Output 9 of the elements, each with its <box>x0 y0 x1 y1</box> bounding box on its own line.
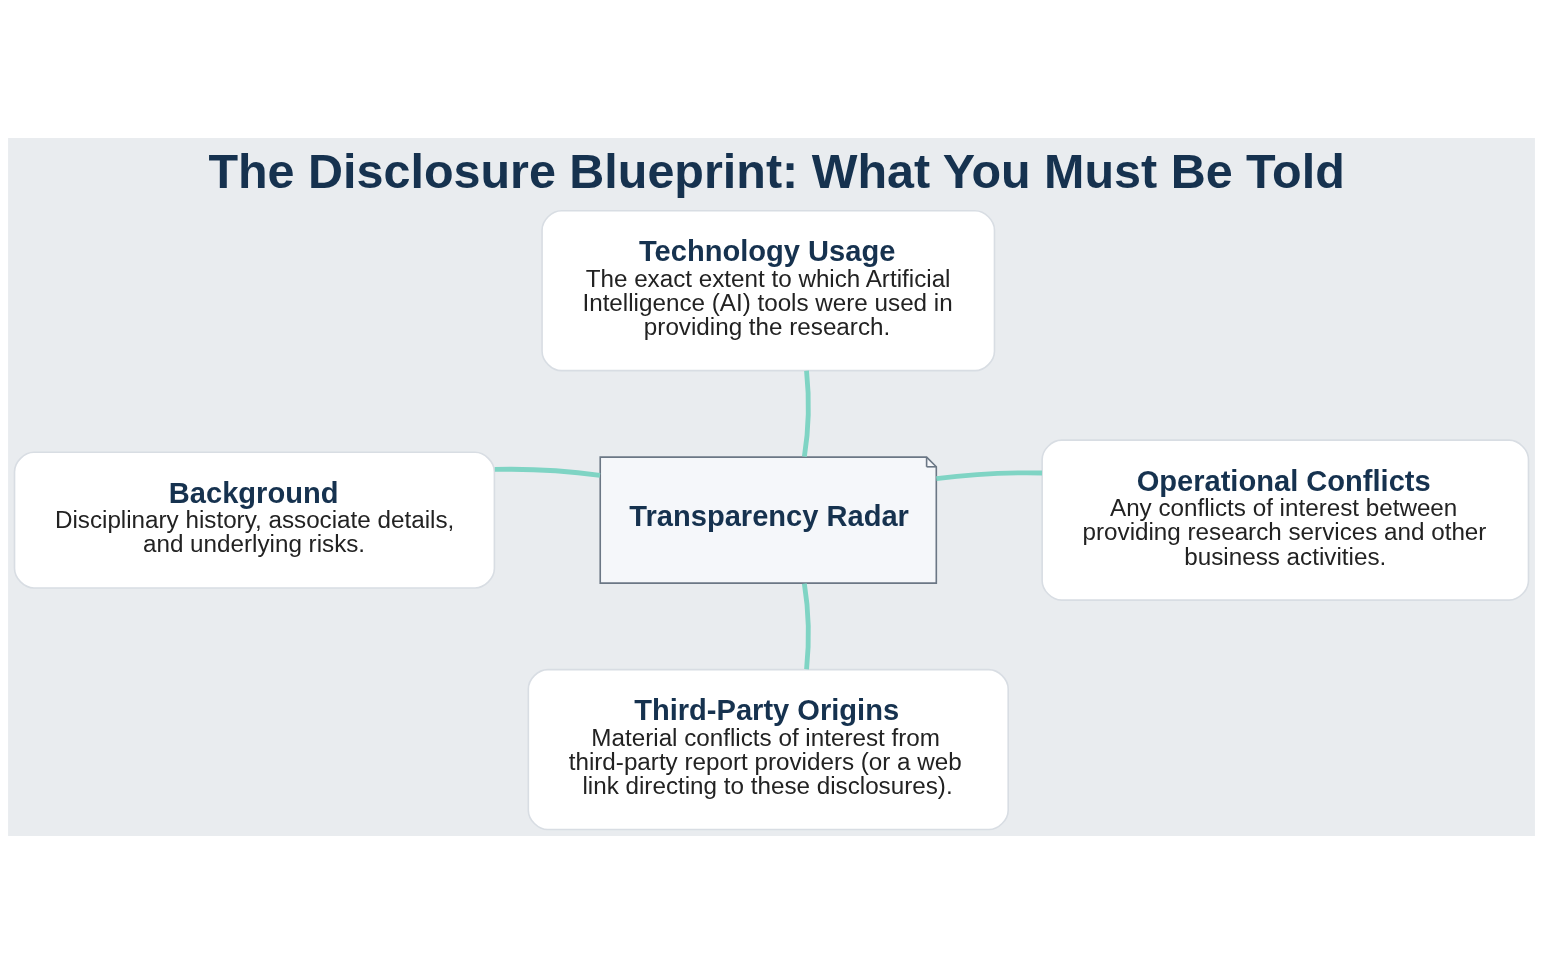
connector <box>801 583 811 670</box>
node-box: Technology Usage The exact extent to which Artificial Intelligence (AI) tools were used in providing the research. <box>541 209 996 372</box>
connector <box>936 470 1043 482</box>
connector <box>494 466 601 478</box>
diagram-title: The Disclosure Blueprint: What You Must Be Told <box>208 144 1345 199</box>
node-box: Third-Party Origins Material conflicts of interest from third-party report providers (or a web link directing to these disclosures). <box>527 668 1009 831</box>
connector <box>802 370 811 457</box>
node-box: Operational Conflicts Any conflicts of interest between providing research services and other business activities. <box>1041 439 1530 601</box>
node-box: Background Disciplinary history, associate details, and underlying risks. <box>13 451 496 589</box>
